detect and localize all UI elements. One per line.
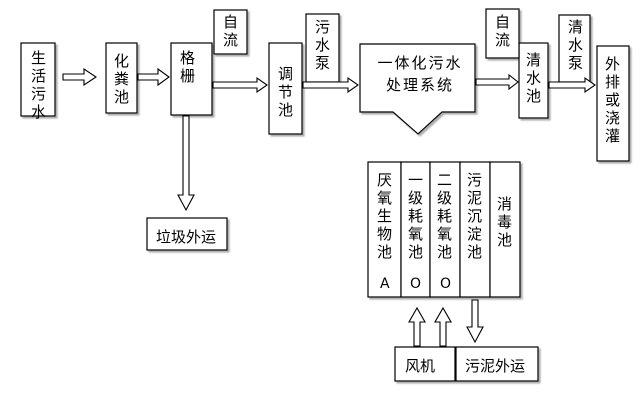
anaerobic-tank-box (367, 161, 402, 298)
disinfection-label: 消毒池 (495, 196, 513, 250)
garbage-out-label: 垃圾外运 (156, 228, 217, 246)
domestic-sewage-box (20, 42, 56, 117)
secondary-aerobic-tag: O (440, 276, 452, 292)
grille-box (170, 42, 213, 116)
gravity-flow-label-2: 自流 (493, 14, 511, 50)
garbage-out-box (146, 217, 228, 251)
domestic-sewage-label: 生活污水 (29, 50, 47, 122)
arrow-system-to-clear (475, 73, 519, 91)
disinfection-box (489, 161, 521, 298)
arrow-blower-to-secondary (434, 306, 452, 347)
secondary-aerobic-label: 二级耗氧池 (435, 172, 453, 262)
sludge-out-label: 污泥外运 (465, 357, 526, 375)
blower-box (394, 346, 456, 382)
anaerobic-tag: A (380, 276, 390, 292)
arrow-septic-to-grille (137, 67, 170, 87)
sewage-pump-label: 污水泵 (313, 19, 331, 73)
arrow-sedimentation-to-sludge (466, 299, 484, 344)
gravity-label-box-2 (485, 8, 520, 59)
sedimentation-label: 污泥沉淀池 (465, 172, 483, 262)
septic-tank-label: 化粪池 (112, 53, 130, 107)
primary-aerobic-tag: O (410, 276, 422, 292)
regulating-tank-label: 调节池 (276, 66, 294, 120)
discharge-label: 外排或浇灌 (603, 56, 621, 146)
integrated-system-callout (359, 43, 476, 135)
integrated-system-label: 一体化污水处理系统 (377, 54, 463, 94)
gravity-label-box-1 (213, 9, 248, 55)
arrow-sewage-to-septic (62, 67, 97, 87)
gravity-flow-label-1: 自流 (221, 14, 239, 50)
primary-aerobic-label: 一级耗氧池 (406, 172, 424, 262)
anaerobic-tank-label: 厌氧生物池 (375, 172, 393, 262)
clear-pump-label-box (558, 14, 591, 83)
arrow-regulating-to-system (302, 76, 359, 94)
regulating-tank-box (268, 42, 303, 135)
arrow-grille-to-garbage (177, 115, 195, 212)
sludge-out-box (455, 346, 539, 382)
septic-tank-box (105, 42, 138, 114)
arrow-blower-to-primary (408, 306, 426, 347)
clear-water-tank-box (518, 42, 549, 119)
arrow-grille-to-regulating (212, 76, 268, 94)
arrow-clear-to-discharge (548, 76, 596, 94)
grille-label: 格栅 (178, 50, 196, 86)
clear-water-tank-label: 清水池 (524, 52, 542, 106)
discharge-box (596, 45, 630, 162)
sedimentation-box (459, 161, 491, 298)
secondary-aerobic-box (429, 161, 461, 298)
blower-label: 风机 (405, 357, 436, 375)
clear-pump-label: 清水泵 (566, 19, 584, 73)
